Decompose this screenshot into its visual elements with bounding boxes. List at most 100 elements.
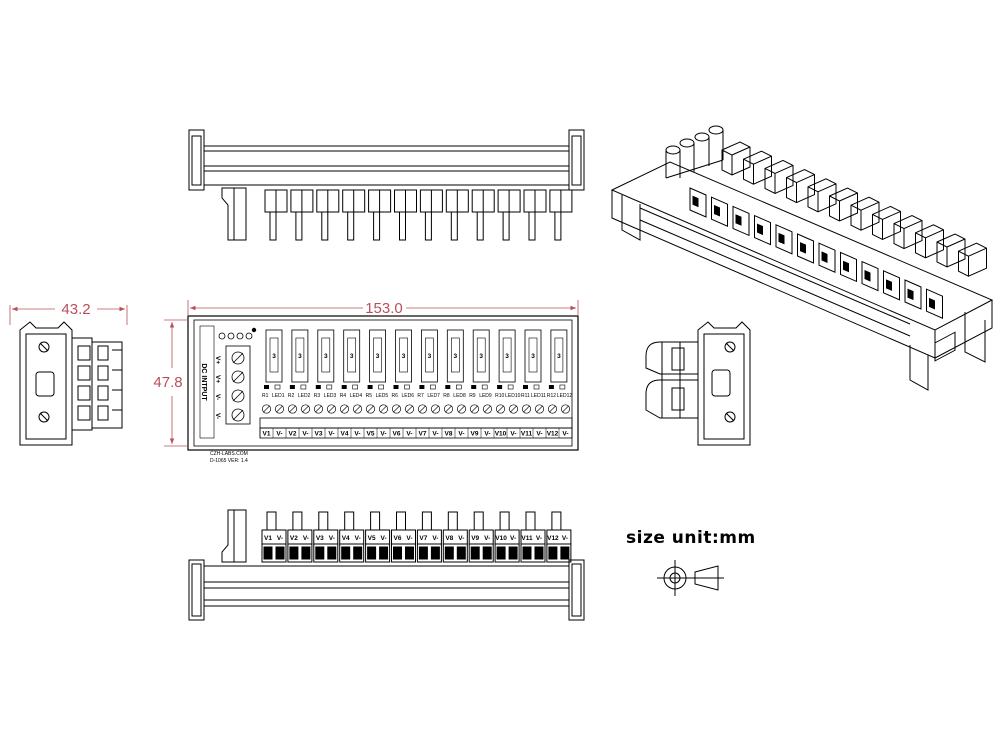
fuse-mark: 3 [298, 353, 302, 360]
output-label: V11 [521, 431, 533, 438]
depth-value: 43.2 [61, 301, 90, 318]
bottom-output-label: V- [277, 535, 283, 542]
iso-terminal [775, 224, 793, 255]
iso-terminal-slot [800, 242, 806, 254]
iso-fuse-edge [850, 201, 880, 231]
screw-slot [341, 405, 348, 413]
resistor-label: R10 [495, 393, 504, 399]
fuse [347, 337, 357, 373]
led-indicator [455, 384, 462, 390]
resistor-label: R9 [469, 393, 476, 399]
bottom-terminal-pin [499, 511, 510, 531]
bottom-terminal-block [339, 543, 365, 563]
fuse-holder [420, 329, 438, 383]
resistor-label: R6 [392, 393, 399, 399]
bottom-output-label: V5 [368, 535, 376, 542]
screw-icon [365, 404, 376, 414]
bottom-terminal-block [442, 543, 468, 563]
resistor-pad [445, 385, 451, 389]
screw-icon [547, 404, 558, 414]
bottom-terminal-slot [353, 546, 363, 560]
screw-icon [521, 404, 532, 414]
bottom-terminal-slot [393, 546, 402, 560]
fuse-holder [498, 329, 516, 383]
iso-terminal [818, 242, 836, 273]
iso-fuse-edge [764, 164, 794, 194]
iso-terminal-slot [714, 204, 720, 217]
screw-icon [313, 404, 324, 414]
screw-icon [274, 404, 285, 414]
resistor-pad [548, 385, 554, 389]
iso-terminal-slot [843, 260, 849, 273]
fuse-mark: 3 [350, 353, 354, 360]
output-label: V- [432, 431, 438, 438]
bottom-terminal-block [313, 543, 339, 563]
led-label: LED9 [479, 393, 492, 399]
bottom-terminal-slot [275, 546, 285, 560]
screw-slot [354, 405, 361, 413]
bottom-output-label: V12 [547, 535, 559, 542]
iso-terminal-slot [757, 223, 763, 236]
bottom-terminal-block [287, 543, 313, 563]
screw-slot [432, 405, 439, 413]
iso-fuse-holder [743, 150, 772, 185]
bottom-terminal-slot [456, 546, 466, 560]
input-pin-label: V- [214, 394, 221, 400]
output-label: V- [562, 431, 568, 438]
fuse-mark: 3 [505, 353, 509, 360]
led-indicator [533, 384, 540, 390]
fuse-mark: 3 [428, 353, 432, 360]
bottom-terminal-block [365, 543, 391, 563]
bottom-output-label: V- [355, 535, 361, 542]
fuse [425, 337, 434, 373]
iso-fuse-edge [807, 183, 837, 212]
bottom-terminal-pin [344, 511, 355, 531]
screw-icon [560, 404, 571, 414]
screw-slot [367, 405, 374, 413]
iso-terminal [861, 260, 879, 292]
top-terminal-pin [399, 212, 406, 241]
bottom-output-label: V- [381, 535, 387, 542]
bottom-output-label: V11 [521, 535, 533, 542]
resistor-label: R11 [521, 393, 530, 399]
bottom-terminal-slot [263, 546, 273, 560]
led-indicator [404, 384, 410, 390]
screw-icon [430, 404, 441, 414]
bottom-output-label: V9 [471, 535, 479, 542]
bottom-terminal-slot [470, 546, 480, 560]
bottom-terminal-pin [370, 511, 381, 531]
screw-slot [232, 409, 244, 421]
projection-symbol [657, 560, 724, 596]
top-terminal-pin [347, 212, 355, 241]
screw-slot [562, 405, 569, 413]
fuse [502, 337, 512, 373]
output-label: V- [302, 431, 308, 438]
screw-slot [497, 405, 504, 413]
iso-terminal [797, 233, 814, 264]
units-note: size unit:mm [626, 528, 756, 548]
fuse [269, 337, 279, 373]
bottom-terminal-slot [289, 546, 299, 560]
screw-icon [261, 404, 272, 414]
iso-fuse-holder [893, 215, 923, 250]
led-label: LED1 [272, 393, 285, 399]
iso-terminal-slot [735, 214, 742, 226]
iso-fuse-holder [872, 205, 901, 240]
bottom-terminal-slot [496, 546, 506, 560]
length-dimension: 153.0 [187, 300, 579, 317]
fuse-holder [472, 329, 490, 383]
bottom-output-label: V8 [445, 535, 453, 542]
fuse [373, 337, 382, 373]
iso-terminal [754, 214, 771, 246]
bottom-output-label: V- [432, 535, 438, 542]
screw-slot [263, 405, 270, 413]
iso-terminal [840, 251, 857, 283]
screw-slot [419, 405, 426, 413]
screw-slot [315, 405, 322, 413]
bottom-terminal-block [391, 543, 416, 563]
bottom-terminal-block [494, 543, 520, 563]
iso-terminal [689, 187, 707, 218]
iso-fuse-edge [786, 174, 815, 203]
